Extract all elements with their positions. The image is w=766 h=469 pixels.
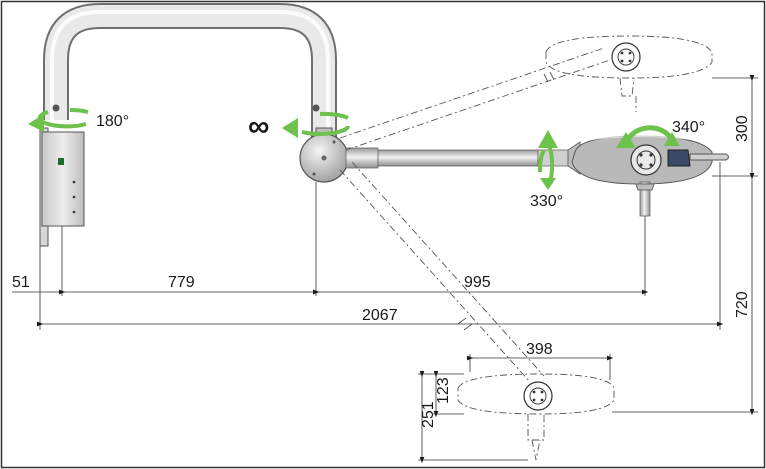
label-arm-length: 995 [464,274,491,291]
label-rotation-arm: 330° [530,193,563,210]
rotate-arrow-icon [616,132,636,148]
label-bracket-width: 779 [168,274,195,291]
label-handle-height: 251 [420,401,437,428]
u-bracket [43,3,337,140]
label-total-reach: 2067 [362,307,398,324]
label-rotation-wall: 180° [96,113,129,130]
label-rotation-head: 340° [672,119,705,136]
screw-icon [312,104,320,112]
ghost-lower-head [457,373,615,461]
ghost-lower-arm [339,161,545,383]
label-head-height: 123 [435,377,452,404]
rotation-arrow-pivot [282,111,350,138]
label-head-diameter: 398 [526,341,553,358]
wall-control-box [39,127,85,247]
rotate-arrow-icon [282,118,298,138]
horizontal-arm [345,141,581,175]
label-vertical-down: 720 [734,291,751,318]
screw-icon [52,104,60,112]
label-wall-offset: 51 [12,274,30,291]
rotate-arrow-icon [28,114,44,132]
power-switch-icon [58,158,64,165]
label-rotation-pivot: ∞ [248,110,269,143]
rotation-arrow-wall [28,107,89,132]
dimension-lines [12,74,758,464]
pivot-hub [299,127,349,183]
label-vertical-up: 300 [734,115,751,142]
rotate-arrow-icon [538,130,558,148]
rotation-arrow-arm [537,130,558,190]
rotation-arrow-head [616,125,680,148]
ghost-upper-head [545,35,713,112]
light-head-center [571,135,729,217]
ghost-upper-arm [339,47,611,151]
